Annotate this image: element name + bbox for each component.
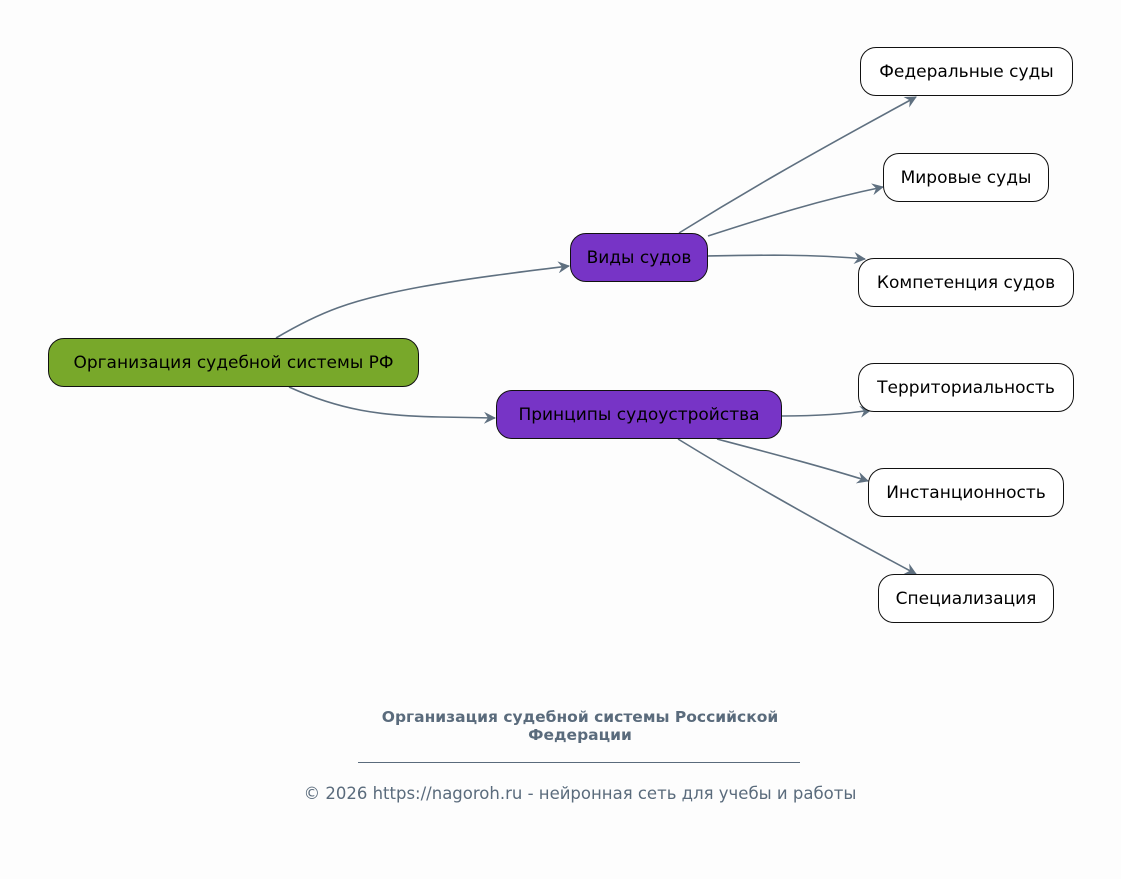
root-node-label: Организация судебной системы РФ: [73, 352, 394, 373]
branch-node-label: Принципы судоустройства: [518, 404, 760, 425]
leaf-node-specialization[interactable]: Специализация: [878, 574, 1054, 623]
title-divider: [358, 762, 800, 763]
edge-b1-to-l2: [707, 183, 884, 237]
leaf-node-label: Компетенция судов: [876, 272, 1056, 293]
edge-b2-to-l4: [781, 405, 872, 418]
branch-node-court-types[interactable]: Виды судов: [570, 233, 708, 282]
diagram-title: Организация судебной системы Российской …: [381, 708, 779, 744]
leaf-node-federal-courts[interactable]: Федеральные суды: [860, 47, 1073, 96]
leaf-node-label: Специализация: [895, 588, 1037, 609]
leaf-node-label: Мировые суды: [900, 167, 1032, 188]
leaf-node-instances[interactable]: Инстанционность: [868, 468, 1064, 517]
leaf-node-territoriality[interactable]: Территориальность: [858, 363, 1074, 412]
leaf-node-court-competence[interactable]: Компетенция судов: [858, 258, 1074, 307]
leaf-node-magistrate-courts[interactable]: Мировые суды: [883, 153, 1049, 202]
edge-root-to-b1: [275, 261, 570, 339]
leaf-node-label: Инстанционность: [886, 482, 1046, 503]
leaf-node-label: Федеральные суды: [879, 61, 1054, 82]
branch-node-label: Виды судов: [586, 247, 692, 268]
footer-copyright: © 2026 https://nagoroh.ru - нейронная се…: [303, 784, 857, 803]
leaf-node-label: Территориальность: [877, 377, 1055, 398]
edge-root-to-b2: [288, 386, 496, 424]
root-node[interactable]: Организация судебной системы РФ: [48, 338, 419, 387]
edge-b2-to-l6: [677, 438, 917, 575]
branch-node-principles[interactable]: Принципы судоустройства: [496, 390, 782, 439]
edge-b1-to-l3: [707, 252, 866, 264]
edge-b1-to-l1: [678, 96, 917, 234]
edge-b2-to-l5: [716, 438, 869, 484]
